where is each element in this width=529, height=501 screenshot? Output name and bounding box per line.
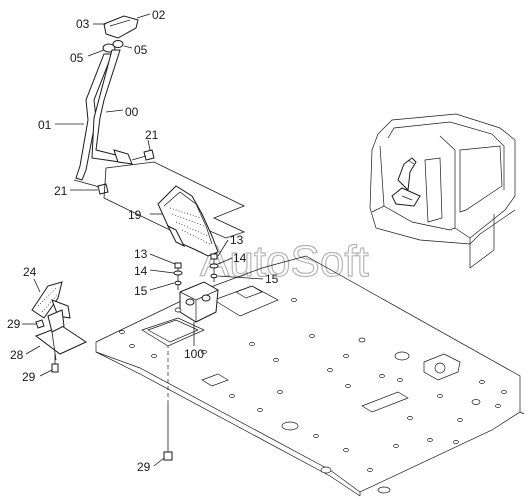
label-29-lower: 29 <box>22 370 36 384</box>
label-14-left: 14 <box>134 264 148 278</box>
label-02: 02 <box>152 8 166 22</box>
lever-assembly <box>73 15 155 195</box>
label-15-right: 15 <box>265 272 279 286</box>
label-01: 01 <box>38 118 52 132</box>
watermark: AutoSoft <box>200 237 369 286</box>
label-24: 24 <box>23 265 37 279</box>
pilot-valve-100 <box>174 281 219 344</box>
label-03: 03 <box>76 17 90 31</box>
label-29-mid: 29 <box>7 317 21 331</box>
label-14-right: 14 <box>233 251 247 265</box>
label-13-left: 13 <box>134 247 148 261</box>
lever-frame <box>103 161 246 239</box>
label-28: 28 <box>10 348 24 362</box>
label-13-right: 13 <box>230 233 244 247</box>
leader-lines <box>22 13 264 467</box>
label-05-right: 05 <box>134 43 148 57</box>
bracket-28 <box>34 309 88 361</box>
label-21-lower: 21 <box>54 184 68 198</box>
label-00: 00 <box>125 105 139 119</box>
label-19: 19 <box>128 208 142 222</box>
label-100: 100 <box>184 347 204 361</box>
label-15-left: 15 <box>134 284 148 298</box>
floor-plate <box>95 255 525 497</box>
cab-illustration <box>369 113 516 269</box>
fasteners-left <box>173 262 183 290</box>
pedal-24 <box>31 281 71 319</box>
label-21-upper: 21 <box>145 128 159 142</box>
part-labels: 03 02 05 05 00 01 21 21 19 13 14 15 13 1… <box>7 8 279 474</box>
bolt-29-lower <box>51 354 59 373</box>
label-05-left: 05 <box>70 51 84 65</box>
pedal-19 <box>157 185 219 257</box>
fasteners-right <box>209 253 219 282</box>
label-29-bottom: 29 <box>137 460 151 474</box>
bolt-29-bottom <box>163 346 173 461</box>
